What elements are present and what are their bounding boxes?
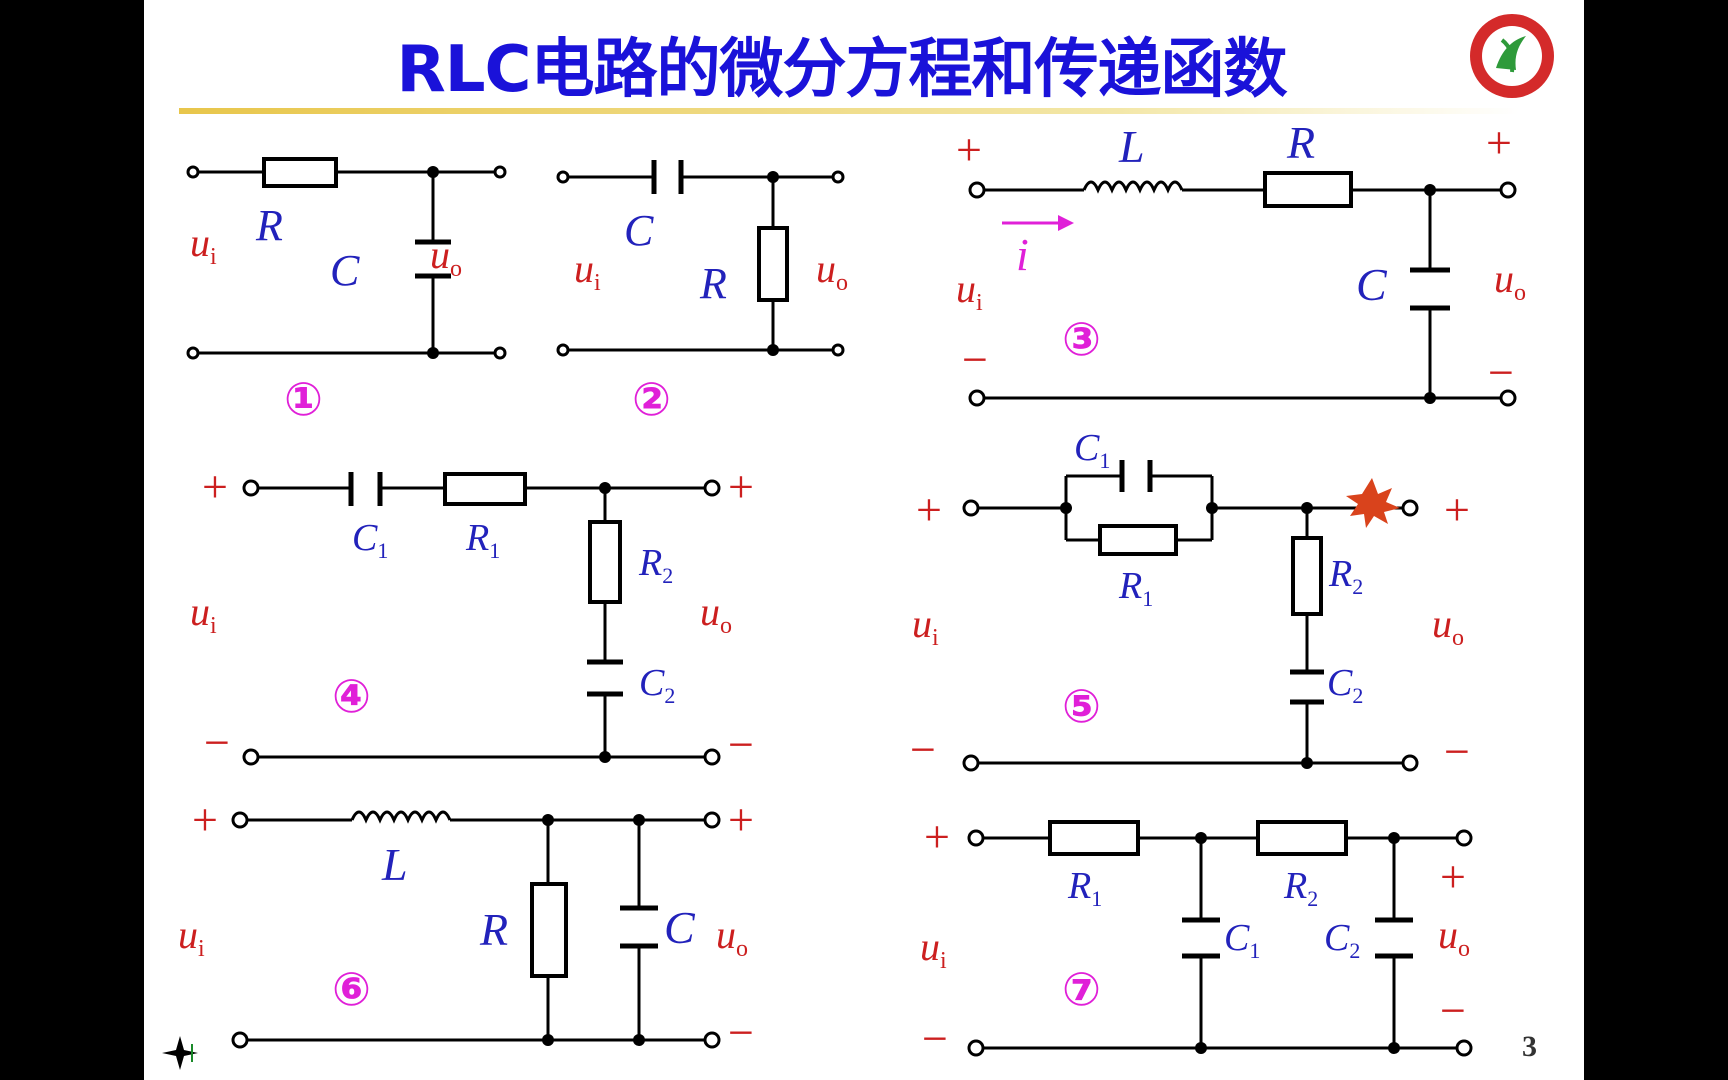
svg-text:−: − [910, 724, 936, 775]
svg-text:+: + [202, 461, 228, 512]
svg-text:−: − [728, 1007, 754, 1058]
circuit-number-6: ⑥ [332, 962, 371, 1016]
label-C: C [330, 246, 360, 295]
circuit-4: C1 R1 R2 C2 + + − − ui uo ④ [190, 461, 754, 770]
svg-text:ui: ui [912, 601, 939, 651]
svg-text:C: C [624, 206, 654, 255]
svg-text:uo: uo [1432, 601, 1464, 651]
circuit-number-1: ① [284, 372, 323, 426]
slide: RLC电路的微分方程和传递函数 R C ui uo ① [144, 0, 1584, 1080]
svg-text:+: + [728, 461, 754, 512]
svg-text:−: − [204, 717, 230, 768]
svg-text:+: + [956, 124, 982, 175]
svg-text:+: + [1486, 117, 1512, 168]
svg-text:uo: uo [700, 589, 732, 639]
svg-text:ui: ui [178, 912, 205, 962]
svg-text:C2: C2 [639, 662, 675, 708]
circuit-diagrams: R C ui uo ① C R ui uo ② [162, 117, 1526, 1070]
svg-text:C: C [1356, 259, 1388, 310]
svg-text:+: + [1444, 484, 1470, 535]
svg-text:−: − [1488, 347, 1514, 398]
circuit-number-4: ④ [332, 669, 371, 723]
svg-text:R: R [479, 904, 508, 955]
label-ui: u [190, 220, 210, 265]
svg-text:R2: R2 [1328, 553, 1363, 599]
circuit-2: C R ui uo ② [556, 160, 848, 426]
svg-text:−: − [1440, 985, 1466, 1036]
title-underline [179, 108, 1519, 114]
svg-text:+: + [192, 794, 218, 845]
label-uo: u [430, 232, 450, 277]
cursor-star-icon [162, 1036, 198, 1070]
circuit-1: R C ui uo ① [186, 157, 507, 426]
circuit-6: L R C + + − ui uo ⑥ [162, 794, 754, 1070]
svg-text:−: − [962, 334, 988, 385]
svg-text:L: L [381, 839, 408, 890]
svg-text:i: i [1016, 229, 1029, 280]
svg-text:+: + [1440, 851, 1466, 902]
svg-text:C2: C2 [1327, 662, 1363, 708]
svg-text:C1: C1 [1224, 917, 1260, 963]
svg-text:uo: uo [716, 912, 748, 962]
svg-text:R2: R2 [638, 542, 673, 588]
svg-text:L: L [1118, 121, 1145, 172]
svg-text:R1: R1 [1118, 565, 1153, 611]
slide-title: RLC电路的微分方程和传递函数 [396, 33, 1287, 107]
svg-text:ui: ui [190, 220, 217, 270]
university-logo-icon [1470, 14, 1554, 98]
circuit-number-2: ② [632, 372, 671, 426]
svg-text:R1: R1 [1067, 865, 1102, 911]
svg-text:uo: uo [1494, 256, 1526, 306]
circuit-5: C1 R1 R2 C2 + + − − ui uo ⑤ [910, 427, 1470, 777]
svg-text:ui: ui [190, 589, 217, 639]
svg-text:−: − [1444, 726, 1470, 777]
page-number: 3 [1522, 1030, 1537, 1063]
svg-text:R2: R2 [1283, 865, 1318, 911]
svg-text:R: R [699, 259, 727, 308]
svg-text:+: + [728, 794, 754, 845]
svg-text:+: + [924, 811, 950, 862]
svg-text:−: − [728, 719, 754, 770]
svg-text:C: C [664, 902, 696, 953]
label-R: R [255, 201, 283, 250]
svg-text:uo: uo [430, 232, 462, 282]
circuit-number-7: ⑦ [1062, 962, 1101, 1016]
svg-text:−: − [922, 1013, 948, 1064]
svg-text:R1: R1 [465, 517, 500, 563]
maple-leaf-icon [1346, 478, 1400, 528]
circuit-number-3: ③ [1062, 312, 1101, 366]
svg-text:uo: uo [816, 246, 848, 296]
circuit-7: R1 R2 C1 C2 + + − − ui uo ⑦ [920, 811, 1473, 1064]
svg-text:C1: C1 [1074, 427, 1110, 473]
svg-text:C2: C2 [1324, 917, 1360, 963]
svg-text:ui: ui [956, 266, 983, 316]
circuit-3: i L R C + + − − ui uo ③ [956, 117, 1526, 407]
svg-text:ui: ui [574, 246, 601, 296]
svg-text:ui: ui [920, 924, 947, 974]
circuit-number-5: ⑤ [1062, 679, 1101, 733]
svg-text:R: R [1286, 117, 1315, 168]
svg-text:C1: C1 [352, 517, 388, 563]
svg-text:+: + [916, 484, 942, 535]
svg-text:uo: uo [1438, 912, 1470, 962]
